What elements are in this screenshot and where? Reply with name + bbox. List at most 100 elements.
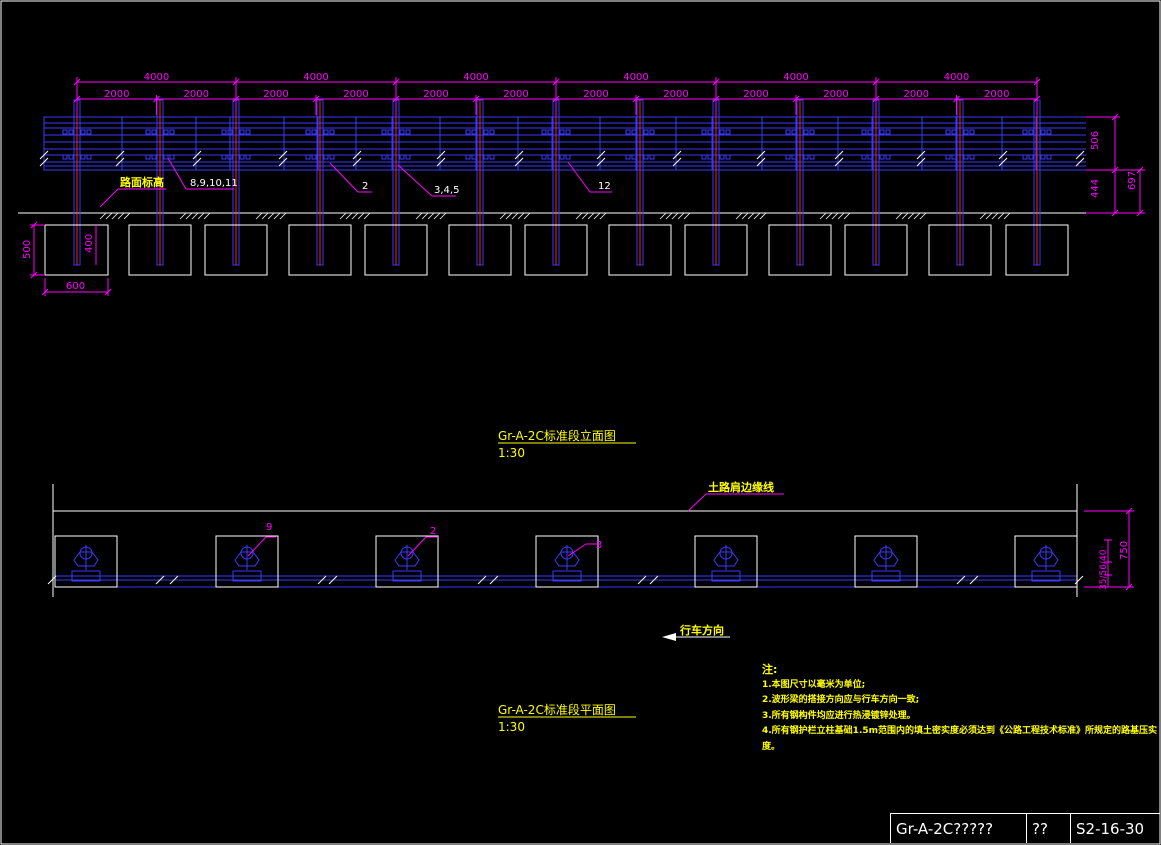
bolt xyxy=(719,154,725,160)
foundations xyxy=(44,224,1069,276)
hatch-mark xyxy=(683,212,691,220)
ground-hatch xyxy=(99,212,1011,220)
bolt xyxy=(1028,129,1034,135)
dim-4000-label: 4000 xyxy=(144,72,169,83)
dim-tick xyxy=(632,95,640,103)
hatch-mark xyxy=(279,212,287,220)
bolt xyxy=(323,129,329,135)
bolt xyxy=(879,129,885,135)
hatch-mark xyxy=(907,212,915,220)
bolt xyxy=(951,129,957,135)
break-marks xyxy=(39,150,1085,167)
hatch-mark xyxy=(901,212,909,220)
bolt xyxy=(643,154,649,160)
callout-12: 12 xyxy=(598,181,611,192)
dim-4000-label: 4000 xyxy=(303,72,328,83)
bolt xyxy=(62,129,68,135)
foundation xyxy=(448,224,512,276)
bolt xyxy=(719,129,725,135)
block-out xyxy=(711,570,741,582)
hatch-mark xyxy=(575,212,583,220)
hatch-mark xyxy=(123,212,131,220)
hatch-mark xyxy=(357,212,365,220)
hatch-mark xyxy=(753,212,761,220)
bolt xyxy=(785,129,791,135)
break-mark xyxy=(834,150,844,160)
dim-tick xyxy=(392,78,400,86)
dim-600: 600 xyxy=(66,281,85,292)
bolt xyxy=(323,154,329,160)
hatch-mark xyxy=(677,212,685,220)
dim-tick xyxy=(73,78,81,86)
dim-2000-label: 2000 xyxy=(503,89,528,100)
bolt xyxy=(465,154,471,160)
bolt xyxy=(329,154,335,160)
notes: 注: 1.本图尺寸以毫米为单位; 2.波形梁的搭接方向应与行车方向一致; 3.所… xyxy=(762,662,1158,755)
bolt xyxy=(969,154,975,160)
road-surface-label: 路面标高 xyxy=(120,175,164,189)
guardrail-beams xyxy=(43,116,1086,171)
dim-2000-label: 2000 xyxy=(823,89,848,100)
bolt xyxy=(381,129,387,135)
dim-500: 500 xyxy=(22,240,33,259)
foundation xyxy=(204,224,268,276)
hatch-mark xyxy=(587,212,595,220)
dim-tick xyxy=(153,95,160,103)
beam-section xyxy=(599,116,637,171)
plan-foundation xyxy=(54,535,118,588)
hatch-mark xyxy=(919,212,927,220)
bolt xyxy=(329,129,335,135)
hatch-mark xyxy=(895,212,903,220)
plan-foundation xyxy=(375,535,439,588)
bolt xyxy=(701,129,707,135)
bolt xyxy=(405,129,411,135)
bolt xyxy=(541,154,547,160)
bolt xyxy=(80,129,86,135)
title-block-drawing-name: Gr-A-2C????? xyxy=(890,813,1026,843)
dim-697: 697 xyxy=(1127,171,1138,190)
callout-3-5: 3,4,5 xyxy=(434,185,459,196)
title-block-drawing-no: S2-16-30 xyxy=(1070,813,1160,843)
bolt xyxy=(879,154,885,160)
road-surface-leader xyxy=(99,188,119,208)
bolt xyxy=(68,129,74,135)
hatch-mark xyxy=(433,212,441,220)
dim-tick xyxy=(712,78,720,86)
bolt xyxy=(245,129,251,135)
bolt xyxy=(86,154,92,160)
elevation-callouts xyxy=(167,157,612,197)
hatch-mark xyxy=(505,212,513,220)
hatch-mark xyxy=(261,212,269,220)
break-mark xyxy=(514,150,524,160)
plan-break-mark xyxy=(1074,575,1084,585)
break-mark xyxy=(115,157,125,167)
hatch-mark xyxy=(339,212,347,220)
notes-heading: 注: xyxy=(762,663,778,676)
plan-break-mark xyxy=(477,575,487,585)
bolt xyxy=(791,129,797,135)
hatch-mark xyxy=(185,212,193,220)
plan-foundation xyxy=(854,535,918,588)
dim-tick xyxy=(712,95,720,103)
foundation xyxy=(1005,224,1069,276)
hatch-mark xyxy=(99,212,107,220)
hatch-mark xyxy=(741,212,749,220)
dim-tick xyxy=(1033,78,1041,86)
dim-tick xyxy=(73,95,81,103)
bolt xyxy=(649,129,655,135)
plan-foundation xyxy=(535,535,599,588)
bolt xyxy=(559,154,565,160)
hatch-mark xyxy=(671,212,679,220)
bolt xyxy=(489,129,495,135)
bolt xyxy=(387,129,393,135)
dim-4000-label: 4000 xyxy=(623,72,648,83)
break-mark xyxy=(278,157,288,167)
dim-2000-label: 2000 xyxy=(743,89,768,100)
dim-2000-label: 2000 xyxy=(423,89,448,100)
break-mark xyxy=(514,157,524,167)
plan-callout-3: 3 xyxy=(596,540,602,551)
dim-tick xyxy=(792,95,800,103)
bolt xyxy=(311,129,317,135)
break-mark xyxy=(278,150,288,160)
